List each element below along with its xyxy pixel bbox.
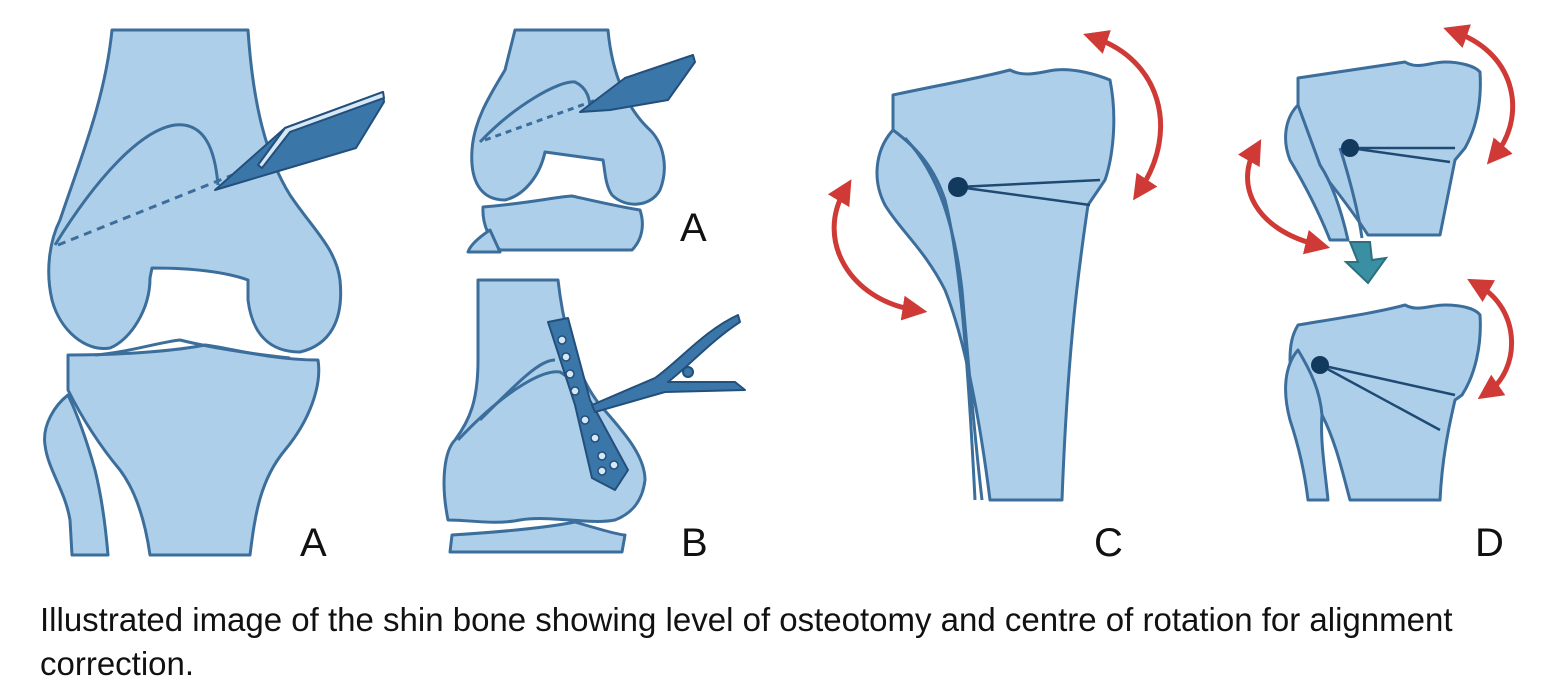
centre-of-rotation-d-top: [1341, 139, 1359, 157]
spreader-b: [591, 314, 746, 413]
panel-d-correction: [1284, 60, 1482, 502]
plate-screw-holes: [557, 335, 619, 476]
tibia-small: [481, 194, 644, 252]
rotation-arrow-d-top: [1443, 24, 1516, 165]
tibia-b-wedge-line-2: [478, 358, 556, 422]
cut-line-d-top: [1349, 146, 1455, 164]
rotation-arrow-c-right: [1083, 30, 1164, 201]
panel-a-small-knee: [466, 28, 696, 254]
rotation-arrow-c-left: [827, 179, 928, 321]
joint-b: [448, 520, 627, 554]
saw-blade-small: [579, 54, 696, 113]
rotation-arrow-d-bottom: [1467, 278, 1515, 400]
cut-line-c-lower: [957, 185, 1091, 207]
osteotomy-figure: A A B C D: [43, 24, 1516, 565]
panel-a-knee: [43, 28, 385, 557]
osteotomy-cut-line-small: [484, 93, 611, 142]
fibula-c-2: [903, 136, 984, 501]
centre-of-rotation-c: [948, 177, 968, 197]
joint-line-a: [94, 338, 291, 360]
label-panel-a-small: A: [680, 206, 707, 250]
fibula-d-bottom: [1284, 348, 1330, 502]
spreader-pivot: [682, 366, 694, 378]
label-panel-b: B: [681, 521, 708, 565]
figure-caption: Illustrated image of the shin bone showi…: [40, 601, 1453, 682]
femur-small-condyle-line: [478, 80, 592, 144]
cut-line-d-bottom: [1319, 363, 1456, 432]
osteotomy-cut-line-a: [57, 158, 271, 247]
fibula-small: [466, 228, 502, 254]
tibia-c: [875, 68, 1116, 502]
centre-of-rotation-d-bottom: [1311, 356, 1329, 374]
panel-b-plating: [442, 278, 746, 554]
label-panel-c: C: [1094, 521, 1123, 565]
label-panel-d: D: [1475, 521, 1504, 565]
femur-small: [470, 28, 666, 206]
cut-line-c-upper: [957, 178, 1101, 189]
fibula-d-top-line: [1338, 147, 1364, 239]
femur-condyle-line: [53, 123, 220, 246]
step-arrow-d: [1343, 241, 1389, 285]
panel-c-rotation: [875, 68, 1116, 502]
fibula-large: [43, 393, 110, 557]
rotation-arrow-d-left: [1237, 139, 1331, 255]
saw-blade-top-a: [257, 91, 385, 169]
label-panel-a: A: [300, 521, 327, 565]
